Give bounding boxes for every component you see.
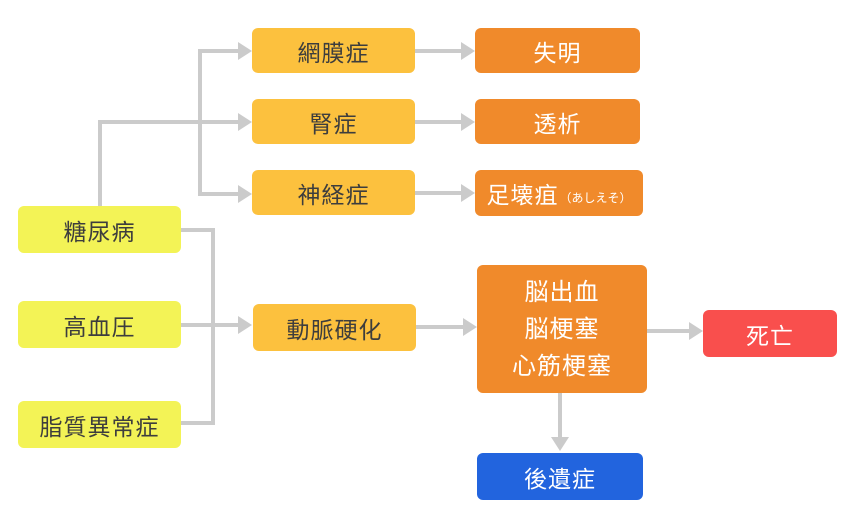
node-hypertension-label: 高血圧 [63, 313, 136, 340]
connector-nephropathy-dialysis [415, 120, 461, 124]
connector-stroke-death [647, 329, 689, 333]
node-neuropathy-label: 神経症 [297, 181, 370, 208]
arrowhead-blindness-icon [461, 42, 475, 60]
node-stroke-line-2: 脳梗塞 [524, 315, 600, 343]
node-aftereffects-label: 後遺症 [524, 465, 596, 492]
connector-diabetes-up [98, 120, 102, 208]
connector-stroke-aftereffects [558, 393, 562, 437]
node-foot-gangrene-label: 足壊疽 [486, 182, 559, 208]
arrowhead-nephropathy-icon [238, 113, 252, 131]
node-aftereffects: 後遺症 [477, 453, 643, 500]
node-foot-gangrene: 足壊疽 （あしえそ） [475, 170, 643, 216]
node-retinopathy-label: 網膜症 [297, 39, 370, 66]
node-death: 死亡 [703, 310, 837, 357]
connector-hypertension-arterio [181, 323, 238, 327]
connector-retinopathy-blindness [415, 49, 461, 53]
connector-to-retinopathy [198, 49, 238, 53]
node-neuropathy: 神経症 [252, 170, 415, 215]
connector-diabetes-right [181, 228, 215, 232]
node-hypertension: 高血圧 [18, 301, 181, 348]
node-arteriosclerosis-label: 動脈硬化 [286, 316, 383, 343]
connector-branch-vertical [198, 49, 202, 196]
node-blindness: 失明 [475, 28, 640, 73]
node-death-label: 死亡 [746, 322, 794, 349]
node-foot-gangrene-reading: （あしえそ） [559, 191, 632, 205]
node-arteriosclerosis: 動脈硬化 [253, 304, 416, 351]
connector-arterio-stroke [416, 325, 463, 329]
node-stroke-line-3: 心筋梗塞 [512, 352, 612, 380]
node-retinopathy: 網膜症 [252, 28, 415, 73]
node-dyslipidemia: 脂質異常症 [18, 401, 181, 448]
arrowhead-arteriosclerosis-icon [238, 316, 252, 334]
arrowhead-aftereffects-icon [551, 437, 569, 451]
arrowhead-retinopathy-icon [238, 42, 252, 60]
arrowhead-dialysis-icon [461, 113, 475, 131]
arrowhead-gangrene-icon [461, 184, 475, 202]
node-dialysis: 透析 [475, 99, 640, 144]
arrowhead-neuropathy-icon [238, 185, 252, 203]
connector-neuropathy-gangrene [415, 191, 461, 195]
connector-to-neuropathy [198, 192, 238, 196]
node-blindness-label: 失明 [533, 39, 582, 66]
connector-to-nephropathy [98, 120, 238, 124]
arrowhead-stroke-icon [463, 318, 477, 336]
node-stroke-line-1: 脳出血 [524, 278, 600, 306]
node-nephropathy-label: 腎症 [309, 110, 358, 137]
node-dyslipidemia-label: 脂質異常症 [39, 413, 160, 440]
node-stroke-heart-attack: 脳出血 脳梗塞 心筋梗塞 [477, 265, 647, 393]
node-diabetes-label: 糖尿病 [63, 218, 136, 245]
arrowhead-death-icon [689, 322, 703, 340]
node-nephropathy: 腎症 [252, 99, 415, 144]
connector-dyslipidemia-right [181, 421, 215, 425]
node-diabetes: 糖尿病 [18, 206, 181, 253]
node-dialysis-label: 透析 [533, 110, 582, 137]
